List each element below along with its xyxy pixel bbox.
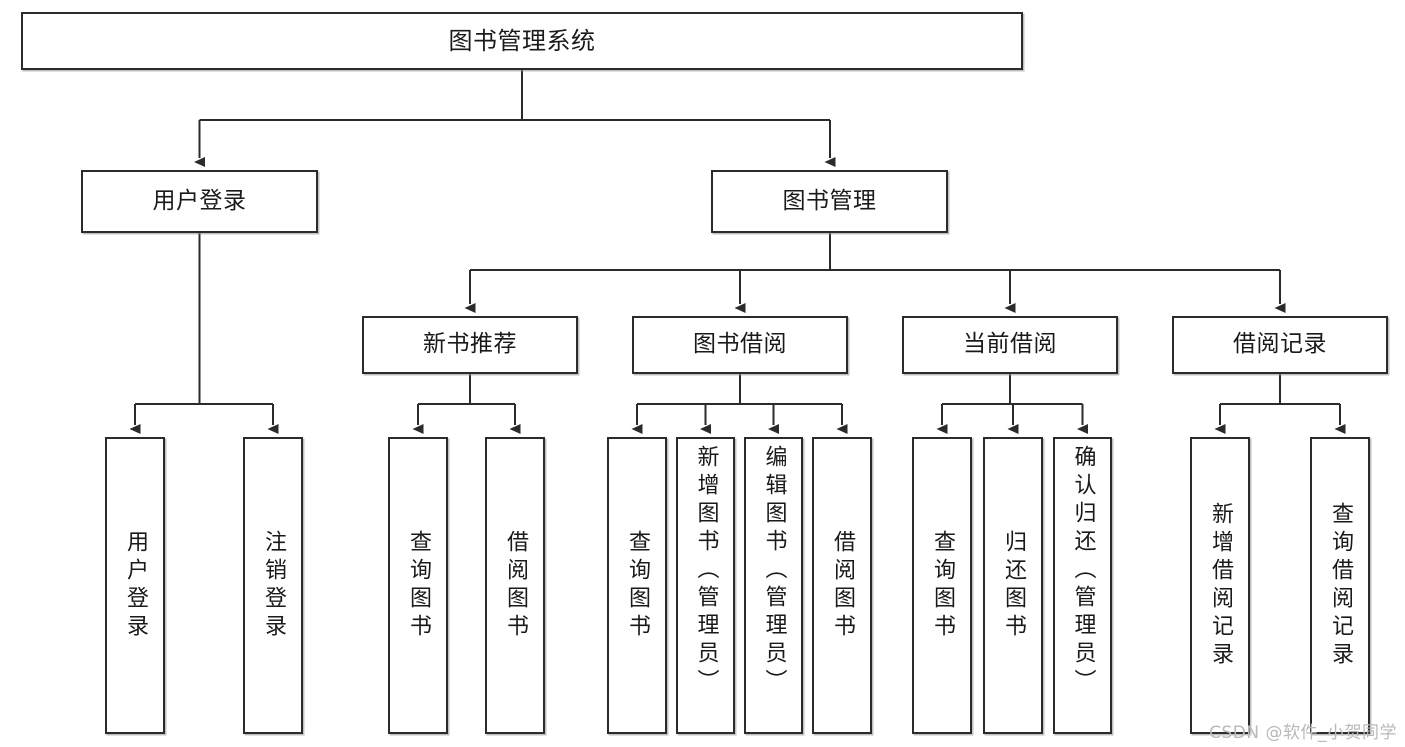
node-leaf-add-borrow-record-label: 新增借阅记录 bbox=[1208, 501, 1233, 670]
node-leaf-user-login[interactable]: 用户登录 bbox=[105, 437, 165, 734]
node-leaf-user-login-label: 用户登录 bbox=[123, 529, 148, 642]
node-borrow-records-label: 借阅记录 bbox=[1233, 331, 1327, 358]
node-leaf-borrow-books-borrow[interactable]: 借阅图书 bbox=[812, 437, 872, 734]
node-new-book-recommend-label: 新书推荐 bbox=[423, 331, 517, 358]
node-book-management-label: 图书管理 bbox=[782, 187, 877, 214]
node-leaf-add-book-admin-label: 新增图书（管理员） bbox=[693, 445, 719, 697]
node-leaf-logout[interactable]: 注销登录 bbox=[243, 437, 303, 734]
node-leaf-query-books-recommend-label: 查询图书 bbox=[406, 529, 431, 642]
node-leaf-logout-label: 注销登录 bbox=[261, 529, 286, 642]
node-leaf-query-books-current[interactable]: 查询图书 bbox=[912, 437, 972, 734]
node-leaf-query-borrow-record-label: 查询借阅记录 bbox=[1328, 501, 1353, 670]
csdn-watermark: CSDN @软件_小贺同学 bbox=[1209, 723, 1397, 743]
node-book-management[interactable]: 图书管理 bbox=[711, 170, 948, 233]
node-leaf-add-book-admin[interactable]: 新增图书（管理员） bbox=[676, 437, 735, 734]
node-leaf-borrow-books-recommend-label: 借阅图书 bbox=[503, 529, 528, 642]
node-user-login[interactable]: 用户登录 bbox=[81, 170, 318, 233]
node-book-borrow-label: 图书借阅 bbox=[693, 331, 787, 358]
node-leaf-query-books-borrow[interactable]: 查询图书 bbox=[607, 437, 667, 734]
node-leaf-borrow-books-recommend[interactable]: 借阅图书 bbox=[485, 437, 545, 734]
node-leaf-edit-book-admin[interactable]: 编辑图书（管理员） bbox=[744, 437, 803, 734]
node-leaf-query-books-current-label: 查询图书 bbox=[930, 529, 955, 642]
node-leaf-query-borrow-record[interactable]: 查询借阅记录 bbox=[1310, 437, 1370, 734]
node-leaf-add-borrow-record[interactable]: 新增借阅记录 bbox=[1190, 437, 1250, 734]
node-root[interactable]: 图书管理系统 bbox=[21, 12, 1023, 70]
node-leaf-query-books-recommend[interactable]: 查询图书 bbox=[388, 437, 448, 734]
node-leaf-return-books-label: 归还图书 bbox=[1001, 529, 1026, 642]
node-leaf-confirm-return-admin-label: 确认归还（管理员） bbox=[1070, 445, 1096, 697]
node-new-book-recommend[interactable]: 新书推荐 bbox=[362, 316, 578, 374]
node-current-borrow-label: 当前借阅 bbox=[963, 331, 1057, 358]
node-leaf-query-books-borrow-label: 查询图书 bbox=[625, 529, 650, 642]
node-leaf-edit-book-admin-label: 编辑图书（管理员） bbox=[761, 445, 787, 697]
node-leaf-borrow-books-borrow-label: 借阅图书 bbox=[830, 529, 855, 642]
node-leaf-return-books[interactable]: 归还图书 bbox=[983, 437, 1043, 734]
node-borrow-records[interactable]: 借阅记录 bbox=[1172, 316, 1388, 374]
node-leaf-confirm-return-admin[interactable]: 确认归还（管理员） bbox=[1053, 437, 1112, 734]
node-user-login-label: 用户登录 bbox=[152, 187, 247, 214]
node-book-borrow[interactable]: 图书借阅 bbox=[632, 316, 848, 374]
node-root-label: 图书管理系统 bbox=[448, 26, 596, 55]
node-current-borrow[interactable]: 当前借阅 bbox=[902, 316, 1118, 374]
